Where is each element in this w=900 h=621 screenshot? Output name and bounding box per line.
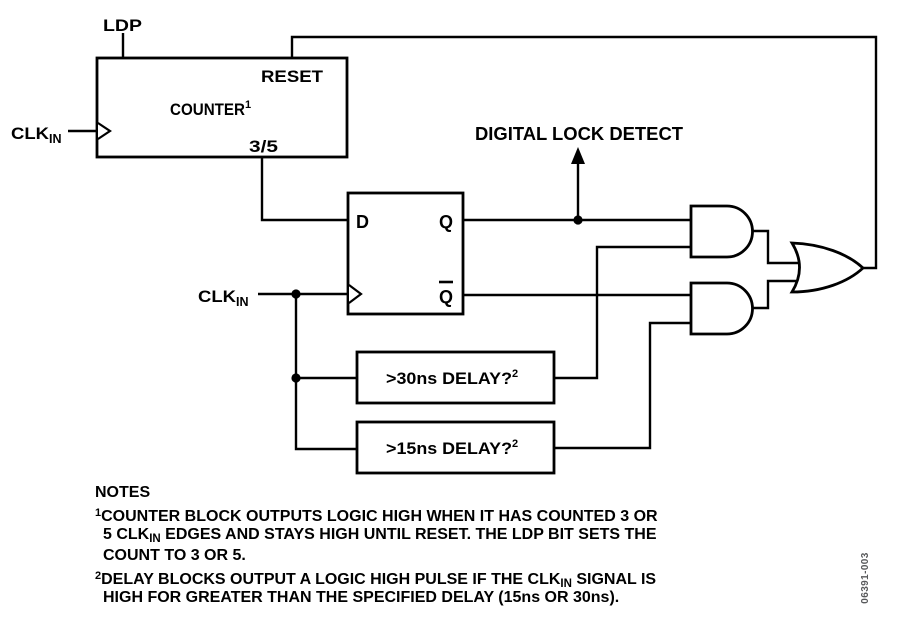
- ff-q-label: Q: [439, 212, 453, 232]
- ff-qbar-label: Q: [439, 287, 453, 307]
- figure-number: 06391-003: [860, 552, 871, 603]
- notes-section: NOTES 1COUNTER BLOCK OUTPUTS LOGIC HIGH …: [95, 482, 658, 608]
- wire-clkin-to-delay15: [294, 294, 359, 451]
- digital-lock-detect-label: DIGITAL LOCK DETECT: [475, 124, 683, 144]
- counter-block: [95, 56, 349, 159]
- d-flipflop-block: [346, 191, 465, 316]
- counter-35-output-label: 3/5: [249, 137, 278, 156]
- junction-dot: [573, 215, 583, 225]
- delay-30ns-label: >30ns DELAY?2: [386, 368, 518, 388]
- up-arrow-icon: [571, 147, 585, 164]
- delay-15ns-label: >15ns DELAY?2: [386, 438, 518, 458]
- reset-label: RESET: [261, 67, 324, 86]
- note-1-line-2: 5 CLKIN EDGES AND STAYS HIGH UNTIL RESET…: [103, 526, 657, 545]
- wire-counter-35-to-d: [260, 156, 350, 222]
- wire-reset-feedback: [290, 35, 878, 270]
- and-gate-top: [689, 204, 754, 259]
- clock-edge-icon: [348, 284, 363, 304]
- junction-dot: [291, 289, 301, 299]
- clkin-mid-label: CLKIN: [198, 287, 249, 309]
- note-1-line-1: 1COUNTER BLOCK OUTPUTS LOGIC HIGH WHEN I…: [95, 507, 658, 525]
- wire-and1-to-or: [751, 229, 800, 265]
- note-2-line-1: 2DELAY BLOCKS OUTPUT A LOGIC HIGH PULSE …: [95, 570, 657, 590]
- junction-dot: [291, 373, 301, 383]
- wire-delay30-to-and1: [553, 245, 692, 380]
- note-1-line-3: COUNT TO 3 OR 5.: [103, 547, 246, 564]
- note-2-line-2: HIGH FOR GREATER THAN THE SPECIFIED DELA…: [103, 589, 620, 606]
- counter-label: COUNTER1: [170, 99, 251, 119]
- ff-d-label: D: [356, 212, 369, 232]
- ldp-label: LDP: [103, 16, 142, 35]
- or-gate: [789, 241, 866, 294]
- notes-title: NOTES: [95, 484, 151, 501]
- clkin-left-label: CLKIN: [11, 124, 62, 146]
- wire-and2-to-or: [751, 279, 800, 310]
- clock-edge-icon: [97, 122, 112, 140]
- and-gate-bottom: [689, 281, 754, 336]
- wire-delay15-to-and2: [553, 321, 692, 450]
- delay-30ns-block: [355, 350, 556, 405]
- delay-15ns-block: [355, 420, 556, 475]
